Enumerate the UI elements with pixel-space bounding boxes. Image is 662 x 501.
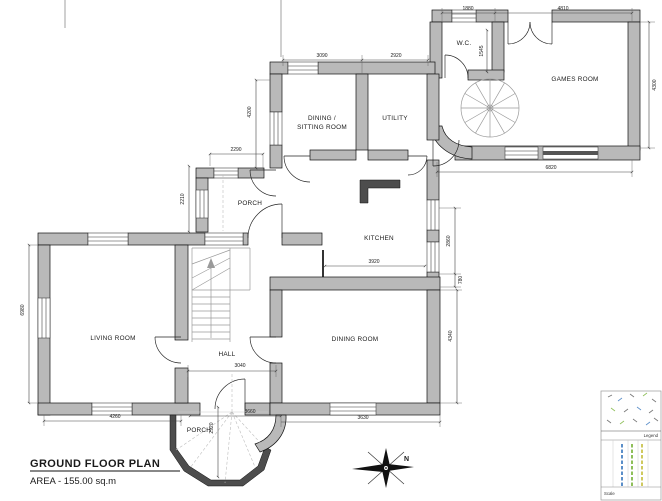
windows-layer [37, 9, 599, 416]
door-dining-kitchen [283, 155, 311, 183]
scale-label: Scale [604, 491, 615, 496]
door-hall-dining [249, 336, 277, 364]
room-labels: W.C. GAMES ROOM DINING / SITTING ROOM UT… [90, 40, 598, 434]
curved-wall-games-junction [429, 125, 473, 160]
door-porch-hall [247, 203, 283, 239]
dim-porch-upper-width: 2290 [230, 147, 241, 153]
legend-table-marks [621, 444, 643, 486]
room-label-utility: UTILITY [382, 115, 408, 122]
room-label-games: GAMES ROOM [551, 76, 598, 83]
room-label-dining-sitting-2: SITTING ROOM [297, 124, 347, 131]
room-label-porch-upper: PORCH [238, 200, 262, 207]
site-map-marks [606, 392, 659, 426]
room-label-living: LIVING ROOM [90, 335, 135, 342]
dim-porch-upper-height: 2210 [180, 193, 186, 204]
window [542, 146, 599, 160]
window [269, 111, 283, 146]
double-door-games [507, 21, 553, 45]
door-utility-kitchen [407, 155, 428, 176]
dim-hall-bottom: 3660 [244, 409, 255, 415]
door-living [154, 336, 182, 364]
door-entrance-hall [214, 378, 246, 410]
dim-wc-height: 1545 [479, 45, 485, 56]
walls-layer [37, 9, 641, 487]
dim-dining-height: 4200 [247, 106, 253, 117]
drawing-title: GROUND FLOOR PLAN [30, 458, 160, 470]
room-label-wc: W.C. [457, 40, 472, 47]
bay-porch-wall [169, 414, 272, 487]
dimension-labels: 1880 4810 1545 4300 6820 3090 2920 4200 … [20, 6, 658, 434]
north-label: N [404, 456, 409, 463]
window [37, 297, 51, 339]
kitchen-chimney-wall [359, 179, 401, 204]
dim-dining-right: 4340 [448, 330, 454, 341]
window [329, 402, 377, 416]
dim-kitchen-small: 780 [458, 276, 464, 285]
doors-layer [154, 21, 553, 410]
dim-top-games: 4810 [557, 6, 568, 12]
room-label-dining-sitting-1: DINING / [308, 115, 336, 122]
dim-top-wc: 1880 [462, 6, 473, 12]
room-label-hall: HALL [219, 351, 236, 358]
porch-dashed-lines [175, 175, 268, 484]
dim-hall-opening: 3040 [234, 363, 245, 369]
legend-panel: Legend Scale [600, 390, 662, 501]
room-label-porch-lower: PORCH [187, 427, 211, 434]
drawing-area: AREA - 155.00 sq.m [30, 476, 116, 487]
door-wc [444, 54, 469, 79]
title-block: GROUND FLOOR PLAN AREA - 155.00 sq.m [30, 458, 180, 487]
stair-up-arrow [207, 258, 215, 268]
window [426, 199, 440, 231]
dim-utility-width: 2920 [390, 53, 401, 59]
spiral-stair [460, 78, 520, 138]
dim-living-bottom: 4260 [109, 414, 120, 420]
straight-stair [191, 247, 251, 342]
dim-living-left: 6980 [20, 304, 26, 315]
window [213, 167, 239, 179]
legend-label: Legend [644, 433, 659, 438]
dim-kitchen-width: 3920 [368, 259, 379, 265]
window [195, 189, 209, 219]
dim-games-right: 4300 [652, 79, 658, 90]
dim-porch-lower: 2920 [209, 422, 215, 433]
window [426, 241, 440, 273]
room-label-dining-room: DINING ROOM [332, 336, 379, 343]
room-label-kitchen: KITCHEN [364, 235, 394, 242]
dim-dining-bottom: 3630 [357, 415, 368, 421]
dim-games-bottom: 6820 [545, 165, 556, 171]
section-marker-lines [64, 0, 282, 57]
dim-kitchen-right: 2860 [446, 235, 452, 246]
window [204, 232, 244, 246]
dimension-lines [27, 8, 655, 479]
window [91, 402, 133, 416]
window [504, 146, 539, 160]
window [87, 232, 129, 246]
curved-wall-porch [254, 414, 287, 453]
window [287, 61, 319, 75]
compass-icon: N [352, 448, 414, 488]
dim-dining-width: 3090 [316, 53, 327, 59]
